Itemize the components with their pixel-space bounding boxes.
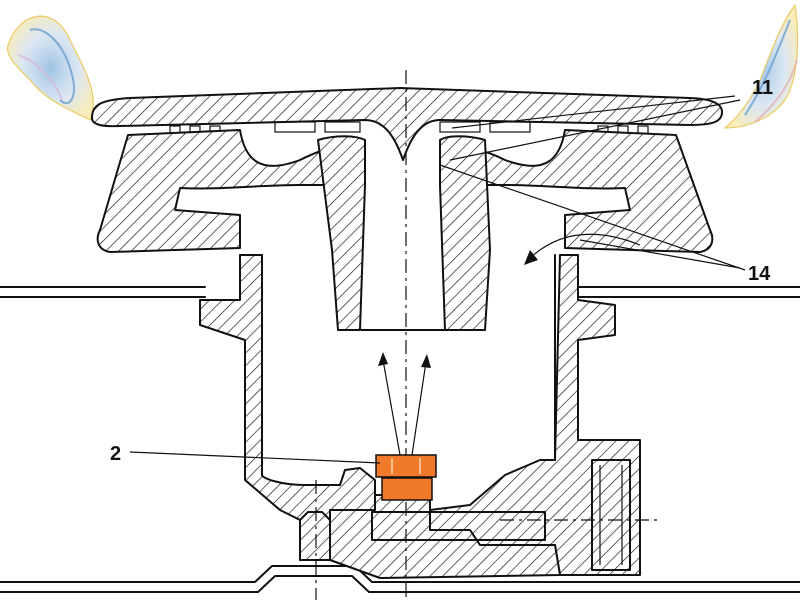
burner-body-left [199,254,376,561]
callout-14: 14 [748,263,771,285]
callout-11: 11 [752,77,773,99]
screw [299,511,331,561]
airflow-arrow-icon [524,233,641,265]
mixing-tube-left [317,135,366,331]
flow-arrows-icon [378,352,431,456]
injector-nozzle [375,454,437,501]
burner-cap [91,87,723,161]
centerlines [315,70,660,600]
hob-plate-lower [0,565,800,593]
gas-channel [371,511,546,541]
mixing-tube-right [439,135,491,331]
burner-base [329,494,561,579]
gas-inlet-fitting [591,459,631,571]
leader-lines [129,95,746,464]
flame-right-icon [723,3,799,129]
hob-plate-upper [0,286,800,298]
flame-left-icon [6,15,94,121]
burner-crown-left [96,129,346,253]
burner-crown-right [454,129,714,253]
callout-2: 2 [110,443,121,465]
